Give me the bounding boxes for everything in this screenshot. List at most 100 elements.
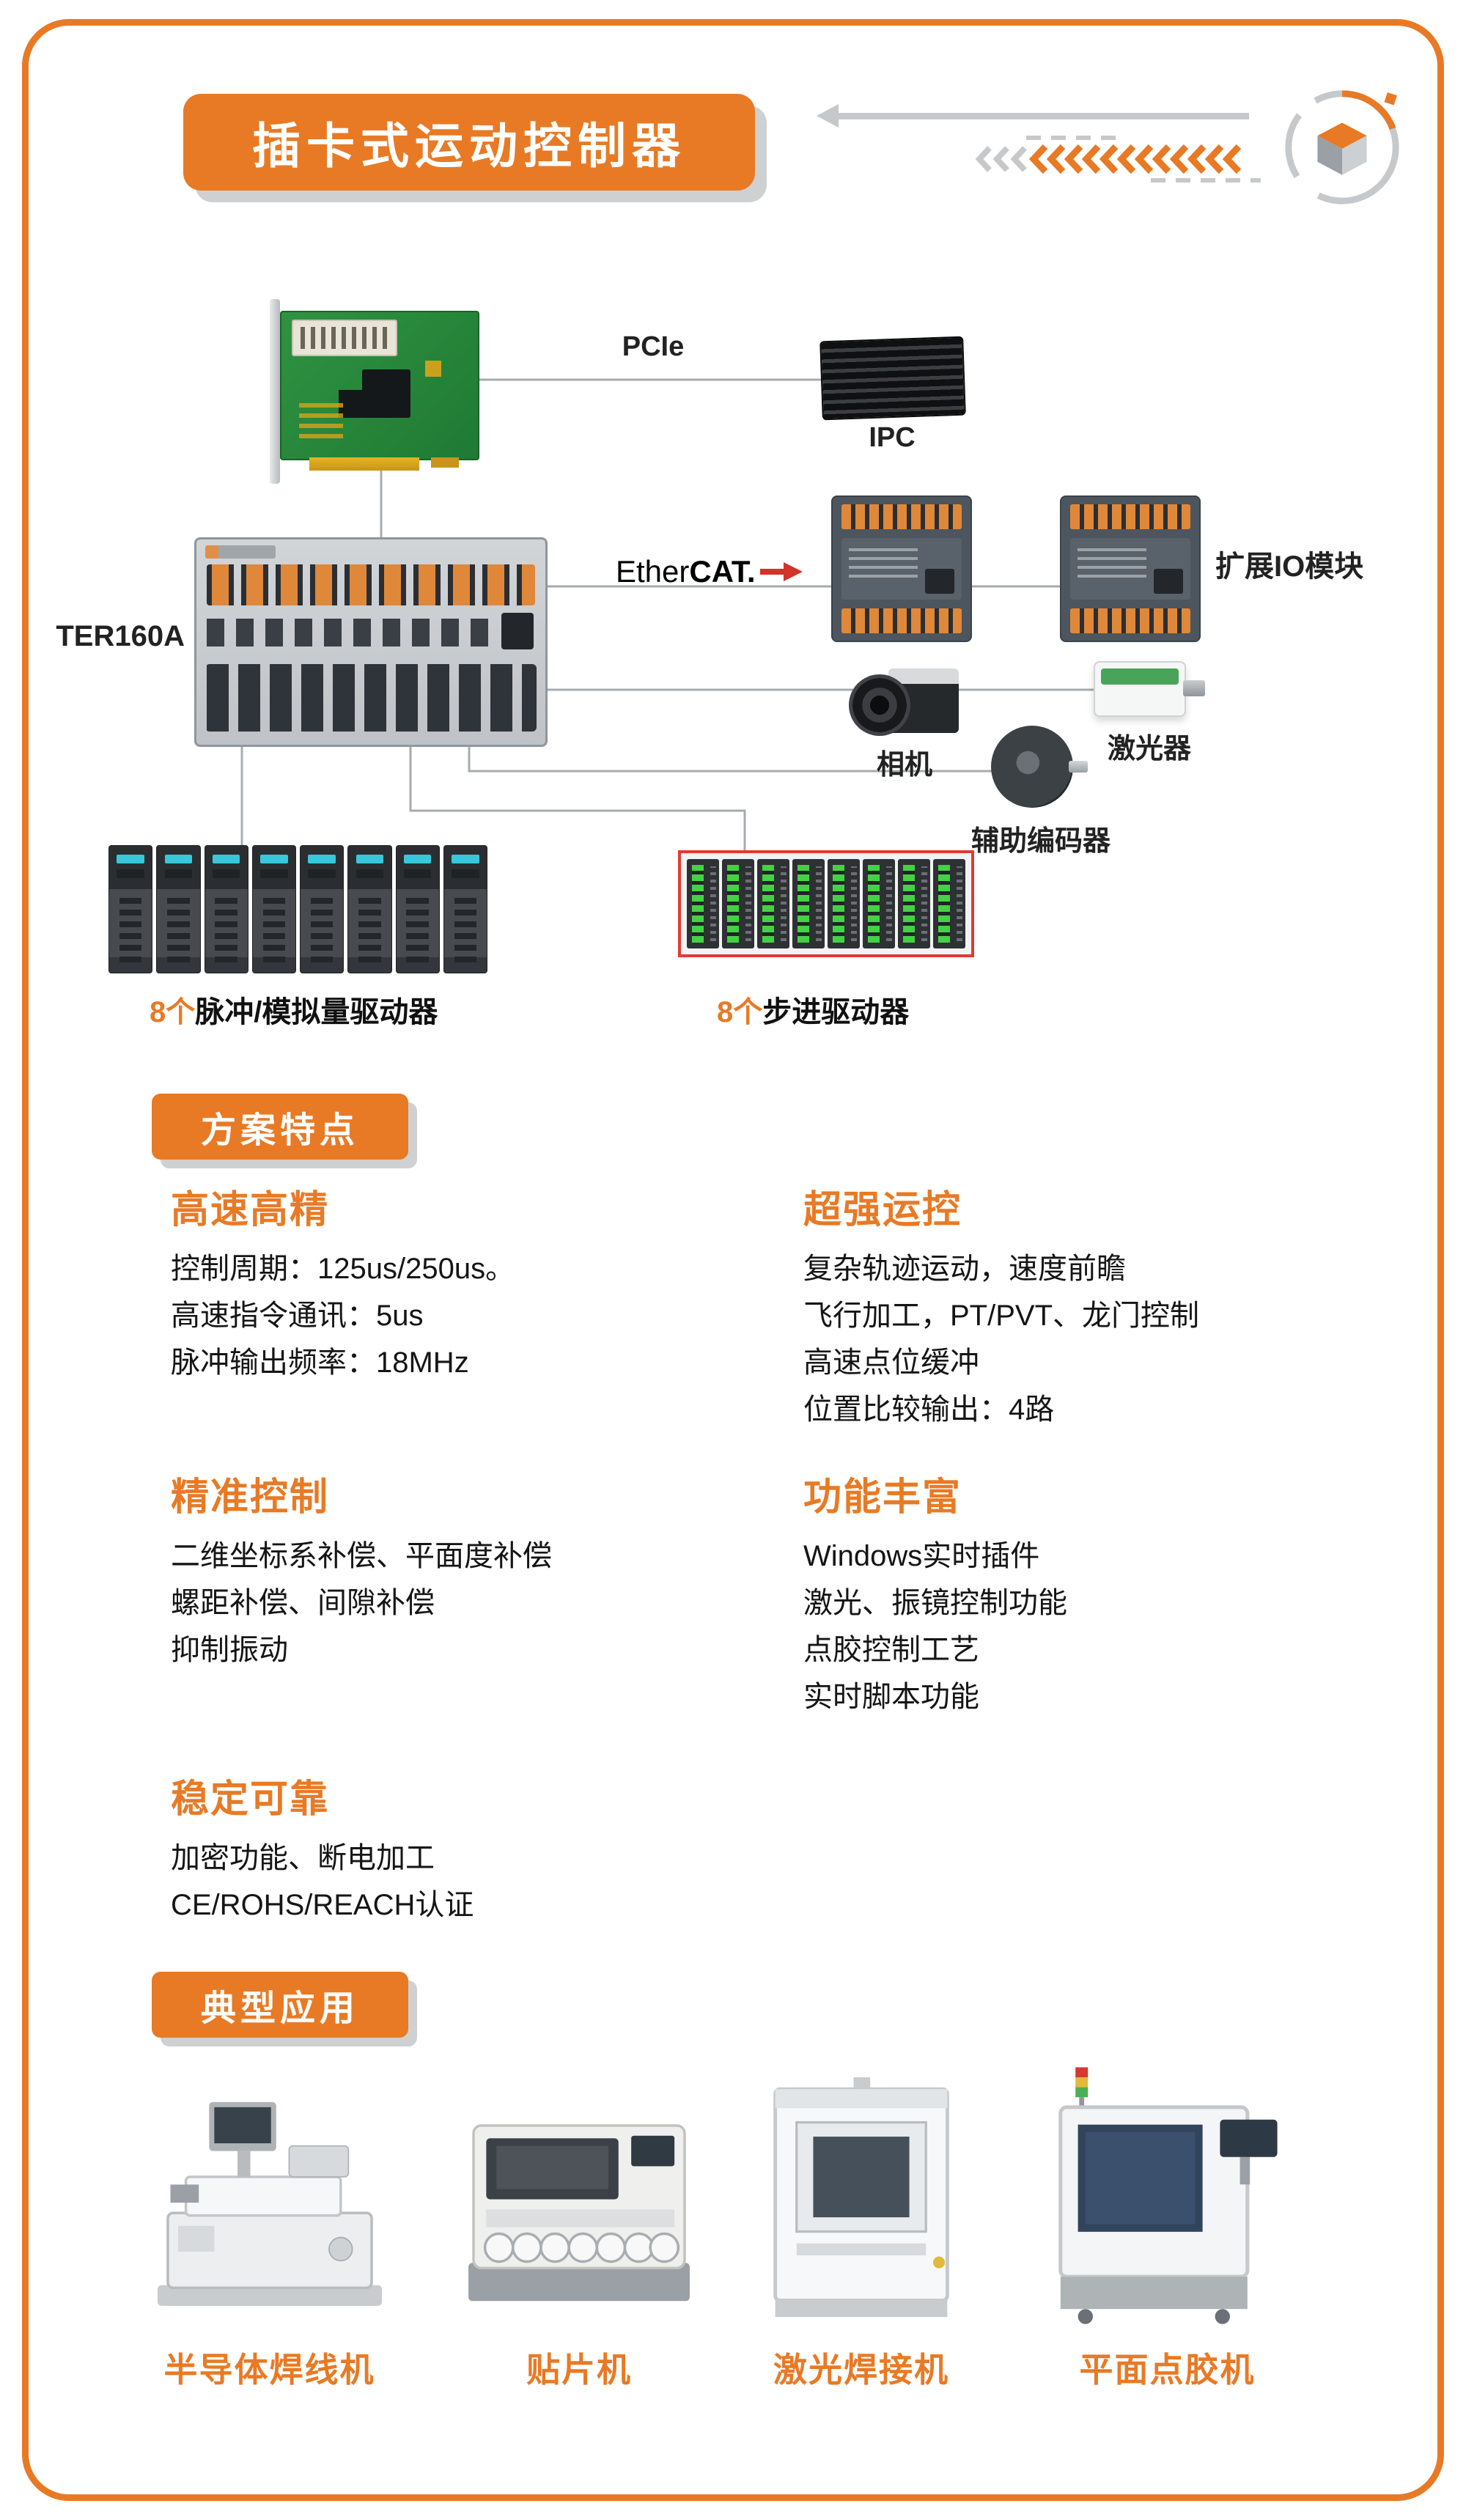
- stepper-drivers-caption: 8个步进驱动器: [717, 988, 909, 1031]
- stepper-unit: [898, 859, 930, 948]
- driver-unit: [251, 845, 296, 973]
- app-label: 激光焊接机: [773, 2351, 949, 2389]
- controller-nameplate: [205, 545, 276, 559]
- feature-line: 高速点位缓冲: [803, 1346, 979, 1379]
- stepper-unit: [828, 859, 860, 948]
- wire-bonder-image: [157, 2101, 382, 2306]
- feature-line: 实时脚本功能: [803, 1681, 979, 1713]
- page-title-banner: 插卡式运动控制器: [183, 94, 755, 191]
- controller-ethernet-port: [501, 613, 534, 649]
- feature-line: 飞行加工，PT/PVT、龙门控制: [803, 1300, 1200, 1332]
- pcb-bracket: [270, 299, 280, 484]
- connection-lines: [240, 378, 1094, 850]
- ethercat-arrow-icon: [759, 562, 803, 581]
- stepper-unit: [687, 859, 719, 948]
- feature-line: 位置比较输出：4路: [803, 1393, 1055, 1426]
- pcb-gold-fingers-short: [431, 457, 459, 468]
- expansion-io-label: 扩展IO模块: [1215, 550, 1364, 583]
- feature-line: 脉冲输出频率：18MHz: [171, 1346, 469, 1379]
- applications-section-title: 典型应用: [200, 1989, 359, 2028]
- driver-unit: [347, 845, 392, 973]
- pulse-drivers-count: 8个: [150, 996, 196, 1028]
- driver-unit: [395, 845, 440, 973]
- encoder-label: 辅助编码器: [970, 826, 1110, 857]
- page-title: 插卡式运动控制器: [252, 119, 686, 173]
- controller-terminal-row: [207, 564, 535, 605]
- laser-image: [1094, 661, 1205, 717]
- driver-unit: [300, 845, 345, 973]
- pick-and-place-image: [468, 2124, 690, 2302]
- app-label: 半导体焊线机: [163, 2351, 375, 2389]
- header-arrow-decoration-icon: [817, 104, 1261, 183]
- stepper-unit: [792, 859, 825, 948]
- feature-title: 高速高精: [171, 1189, 330, 1231]
- feature-title: 超强运控: [803, 1189, 962, 1231]
- ipc-label: IPC: [869, 422, 916, 453]
- feature-title: 功能丰富: [803, 1476, 962, 1519]
- feature-line: 控制周期：125us/250us。: [171, 1253, 515, 1285]
- camera-label: 相机: [876, 750, 932, 781]
- feature-line: 二维坐标系补偿、平面度补偿: [171, 1540, 552, 1572]
- stepper-unit: [933, 859, 965, 948]
- controller-connector-row: [207, 619, 491, 646]
- controller-image: [194, 537, 548, 747]
- encoder-body: [991, 726, 1073, 808]
- pcb-components: [299, 400, 343, 438]
- feature-block-motion: 超强运控 复杂轨迹运动，速度前瞻 飞行加工，PT/PVT、龙门控制 高速点位缓冲…: [803, 1179, 1199, 1433]
- dispenser-image: [1058, 2067, 1278, 2324]
- camera-image: [849, 658, 959, 740]
- feature-line: 高速指令通讯：5us: [171, 1300, 424, 1332]
- pulse-drivers-text: 脉冲/模拟量驱动器: [195, 996, 438, 1028]
- pcb-chip: [362, 369, 410, 418]
- feature-block-precision: 精准控制 二维坐标系补偿、平面度补偿 螺距补偿、间隙补偿 抑制振动: [171, 1466, 552, 1673]
- ipc-image: [819, 336, 966, 421]
- laser-nozzle: [1183, 680, 1205, 696]
- pulse-drivers-image: [108, 845, 487, 973]
- ethercat-text-bold: CAT.: [689, 554, 756, 589]
- stepper-unit: [757, 859, 789, 948]
- features-section-header: 方案特点: [152, 1094, 408, 1160]
- io-terminal-strip: [1070, 608, 1190, 633]
- feature-line: Windows实时插件: [803, 1540, 1040, 1572]
- io-terminal-strip: [841, 504, 962, 529]
- laser-label: 激光器: [1107, 734, 1191, 765]
- encoder-image: [991, 726, 1088, 812]
- laser-welder-image: [773, 2077, 949, 2318]
- pcb-board: [280, 311, 479, 460]
- pcie-label: PCIe: [622, 331, 685, 362]
- app-dispenser: 平面点胶机: [1041, 2045, 1294, 2390]
- laser-body: [1094, 661, 1186, 717]
- controller-label: TER160A: [56, 620, 185, 652]
- io-terminal-strip: [1070, 504, 1190, 529]
- camera-lens: [849, 674, 910, 736]
- app-wire-bonder: 半导体焊线机: [125, 2045, 414, 2390]
- stepper-drivers-image: [678, 850, 974, 957]
- ethercat-text: Ether: [616, 554, 690, 589]
- pcie-card-image: [270, 299, 479, 484]
- app-laser-welder: 激光焊接机: [748, 2045, 975, 2390]
- applications-section-header: 典型应用: [152, 1972, 408, 2038]
- driver-unit: [204, 845, 248, 973]
- brand-logo-icon: [1285, 90, 1399, 205]
- app-pick-and-place: 贴片机: [454, 2045, 704, 2390]
- driver-unit: [108, 845, 153, 973]
- feature-line: 点胶控制工艺: [803, 1634, 979, 1666]
- driver-unit: [156, 845, 201, 973]
- feature-title: 稳定可靠: [171, 1778, 330, 1821]
- feature-block-reliability: 稳定可靠 加密功能、断电加工 CE/ROHS/REACH认证: [171, 1768, 474, 1928]
- feature-block-speed: 高速高精 控制周期：125us/250us。 高速指令通讯：5us 脉冲输出频率…: [171, 1179, 515, 1386]
- io-module-image: [1060, 495, 1201, 642]
- stepper-unit: [863, 859, 895, 948]
- app-label: 贴片机: [526, 2351, 632, 2389]
- stepper-drivers-text: 步进驱动器: [762, 996, 910, 1028]
- stepper-drivers-count: 8个: [717, 996, 763, 1028]
- io-faceplate: [841, 538, 962, 600]
- controller-dsub-row: [205, 664, 537, 732]
- io-module-image: [831, 495, 972, 642]
- feature-title: 精准控制: [171, 1476, 330, 1519]
- pcb-gold-fingers: [309, 457, 419, 471]
- io-terminal-strip: [841, 608, 962, 633]
- features-section-title: 方案特点: [200, 1111, 359, 1150]
- feature-line: 激光、振镜控制功能: [803, 1587, 1067, 1619]
